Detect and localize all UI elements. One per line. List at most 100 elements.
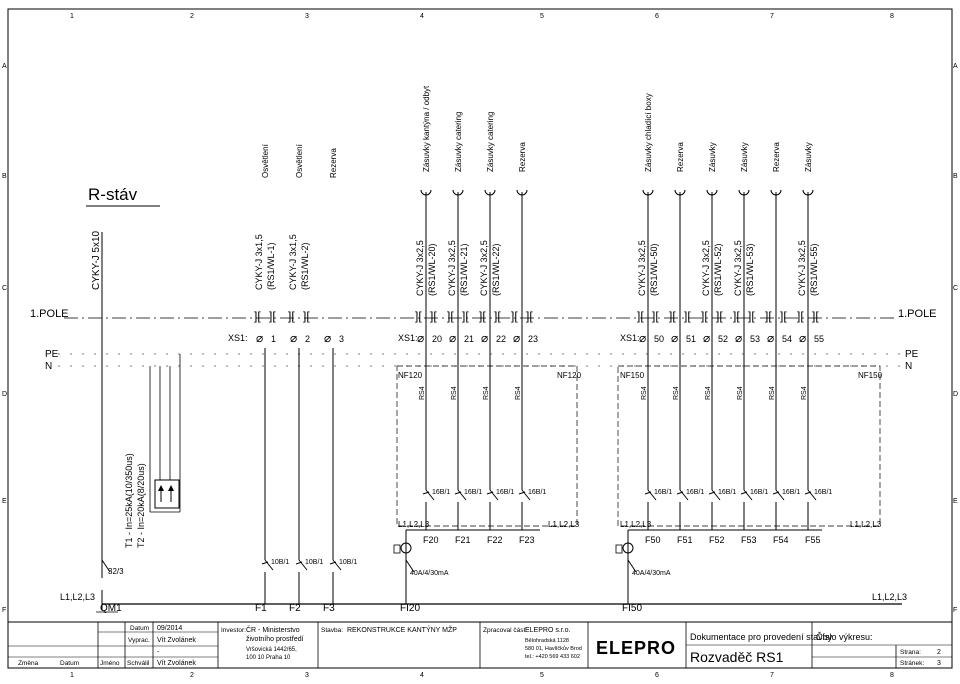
tb-drawing-no-label: Číslo výkresu: (816, 632, 873, 642)
terminal-bracket-right: ][ (462, 309, 469, 323)
tb-zmena: Změna (18, 660, 39, 667)
terminal-bracket-right: ][ (494, 309, 501, 323)
supply-cable-label: CYKY-J 5x10 (91, 230, 102, 290)
breaker-mark (261, 561, 269, 565)
circuit-id: F21 (455, 535, 471, 545)
frame-row-right-B: B (953, 173, 958, 180)
circuit-desc: Zásuvky (804, 142, 813, 172)
relay-label: RS4 (641, 386, 648, 400)
rstav-label: R-stáv (88, 185, 138, 204)
breaker-contact (521, 489, 531, 501)
tb-company-addr1: Bělohradská 1128 (525, 638, 569, 644)
circuit-desc: Zásuvky (740, 142, 749, 172)
circuit-id: F22 (487, 535, 503, 545)
tb-datum-value: 09/2014 (157, 625, 182, 632)
terminal-number: 1 (271, 334, 276, 344)
terminal-number: 3 (339, 334, 344, 344)
relay-label: RS4 (515, 386, 522, 400)
breaker-mark (454, 491, 462, 495)
terminal-number: 53 (750, 334, 760, 344)
circuit-code: (RS1/WL-21) (459, 243, 469, 296)
fi50-id: FI50 (622, 603, 642, 614)
breaker-rating: 10B/1 (339, 559, 357, 566)
fi50-nf-right: NF150 (858, 371, 883, 380)
tb-vyprac-value: Vít Zvolánek (157, 637, 196, 644)
terminal-bracket-right: ][ (684, 309, 691, 323)
circuit-code: (RS1/WL-50) (649, 243, 659, 296)
tb-schvalil-label: Schválil (127, 660, 150, 667)
circuit-code: (RS1/WL-2) (300, 242, 310, 290)
breaker-rating: 10B/1 (305, 559, 323, 566)
terminal-symbol: ⌀ (671, 331, 678, 345)
terminal-number: 51 (686, 334, 696, 344)
n-label-right: N (905, 361, 912, 372)
circuit-desc: Rezerva (772, 142, 781, 172)
terminal-symbol: ⌀ (799, 331, 806, 345)
breaker-mark (676, 491, 684, 495)
circuit-code: (RS1/WL-1) (266, 242, 276, 290)
terminal-bracket-right: ][ (526, 309, 533, 323)
frame-col-top-1: 1 (70, 13, 74, 20)
terminal-number: 55 (814, 334, 824, 344)
breaker-rating: 16B/1 (718, 489, 736, 496)
circuit-cable: CYKY-J 3x1,5 (288, 234, 298, 290)
frame-col-bottom-8: 8 (890, 672, 894, 679)
breaker-rating: 16B/1 (782, 489, 800, 496)
fi20-phases-right: L1,L2,L3 (548, 520, 580, 529)
fi50-rcd-contact (627, 559, 637, 573)
tb-drawing-title: Rozvaděč RS1 (690, 649, 784, 665)
pe-label-left: PE (45, 349, 59, 360)
group-box-fi50 (617, 365, 881, 527)
terminal-symbol: ⌀ (290, 331, 297, 345)
circuit-cable: CYKY-J 3x2,5 (701, 240, 711, 296)
circuit-id: F1 (255, 603, 267, 614)
breaker-rating: 16B/1 (686, 489, 704, 496)
circuit-cable: CYKY-J 3x2,5 (447, 240, 457, 296)
tb-dash: - (157, 649, 160, 656)
circuit-id: F54 (773, 535, 789, 545)
frame-row-right-E: E (953, 498, 958, 505)
tb-investor-line3: Vršovická 1442/65, (246, 647, 297, 653)
rcd-main-line2: T2 - In=20kA(8/20us) (136, 463, 146, 548)
terminal-number: 21 (464, 334, 474, 344)
tb-vyprac-label: Vyprac. (128, 637, 150, 644)
fi20-rcd-rating: 40A/4/30mA (410, 570, 449, 577)
fi20-rcd-test (393, 544, 401, 554)
terminal-bracket-right: ][ (303, 309, 310, 323)
terminal-bracket-left: ][ (765, 309, 772, 323)
terminal-bracket-left: ][ (254, 309, 261, 323)
terminal-symbol: ⌀ (417, 331, 424, 345)
circuit-id: F2 (289, 603, 301, 614)
tb-doc-type: Dokumentace pro provedení stavby (690, 632, 833, 642)
breaker-contact (711, 489, 721, 501)
relay-label: RS4 (419, 386, 426, 400)
breaker-contact (457, 489, 467, 501)
arrester-arrowhead-2 (168, 485, 174, 491)
circuit-id: F3 (323, 603, 335, 614)
terminal-bracket-right: ][ (812, 309, 819, 323)
breaker-mark (740, 491, 748, 495)
circuit-code: (RS1/WL-55) (809, 243, 819, 296)
tb-company-addr2: 580 01, Havlíčkův Brod (525, 645, 582, 652)
circuit-desc: Zásuvky chladící boxy (644, 93, 653, 172)
breaker-contact (264, 559, 274, 571)
frame-row-right-C: C (953, 285, 958, 292)
circuit-desc: Osvětlení (295, 143, 304, 178)
relay-label: RS4 (673, 386, 680, 400)
breaker-rating: 16B/1 (528, 489, 546, 496)
relay-label: RS4 (801, 386, 808, 400)
breaker-mark (644, 491, 652, 495)
frame-row-left-F: F (2, 607, 6, 614)
terminal-bracket-left: ][ (701, 309, 708, 323)
breaker-contact (775, 489, 785, 501)
tb-investor-line4: 100 10 Praha 10 (246, 655, 291, 661)
